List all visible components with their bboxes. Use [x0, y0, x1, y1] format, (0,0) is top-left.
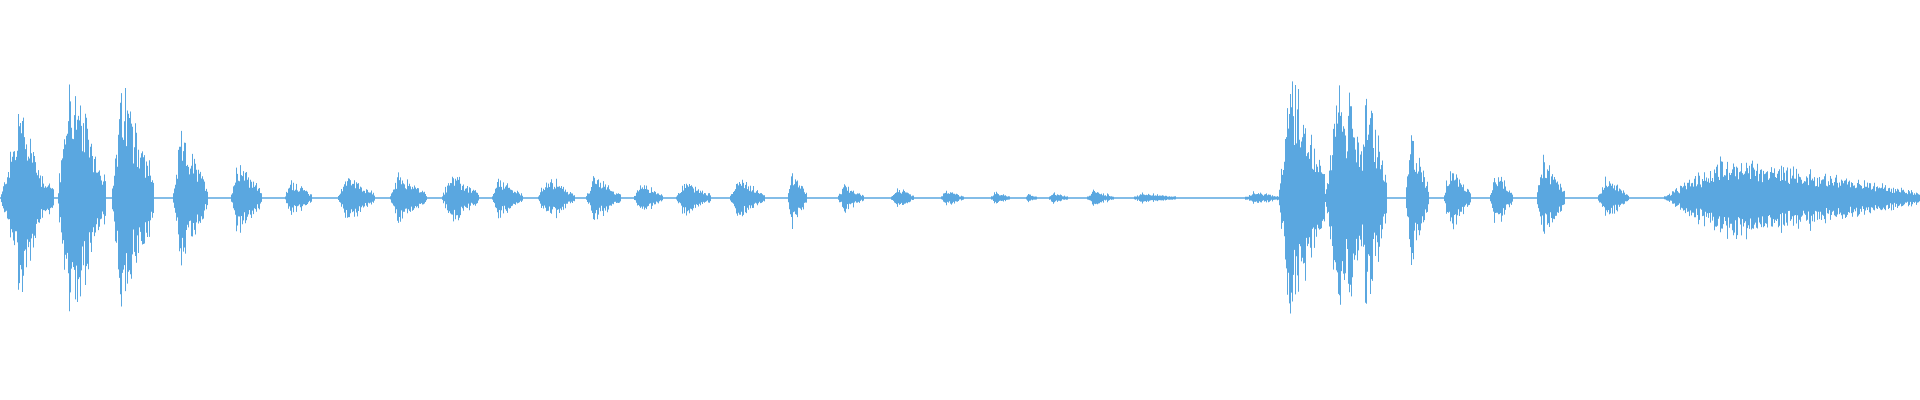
waveform-amplitude-path: [1, 81, 1920, 314]
waveform-bars: [1, 81, 1920, 314]
